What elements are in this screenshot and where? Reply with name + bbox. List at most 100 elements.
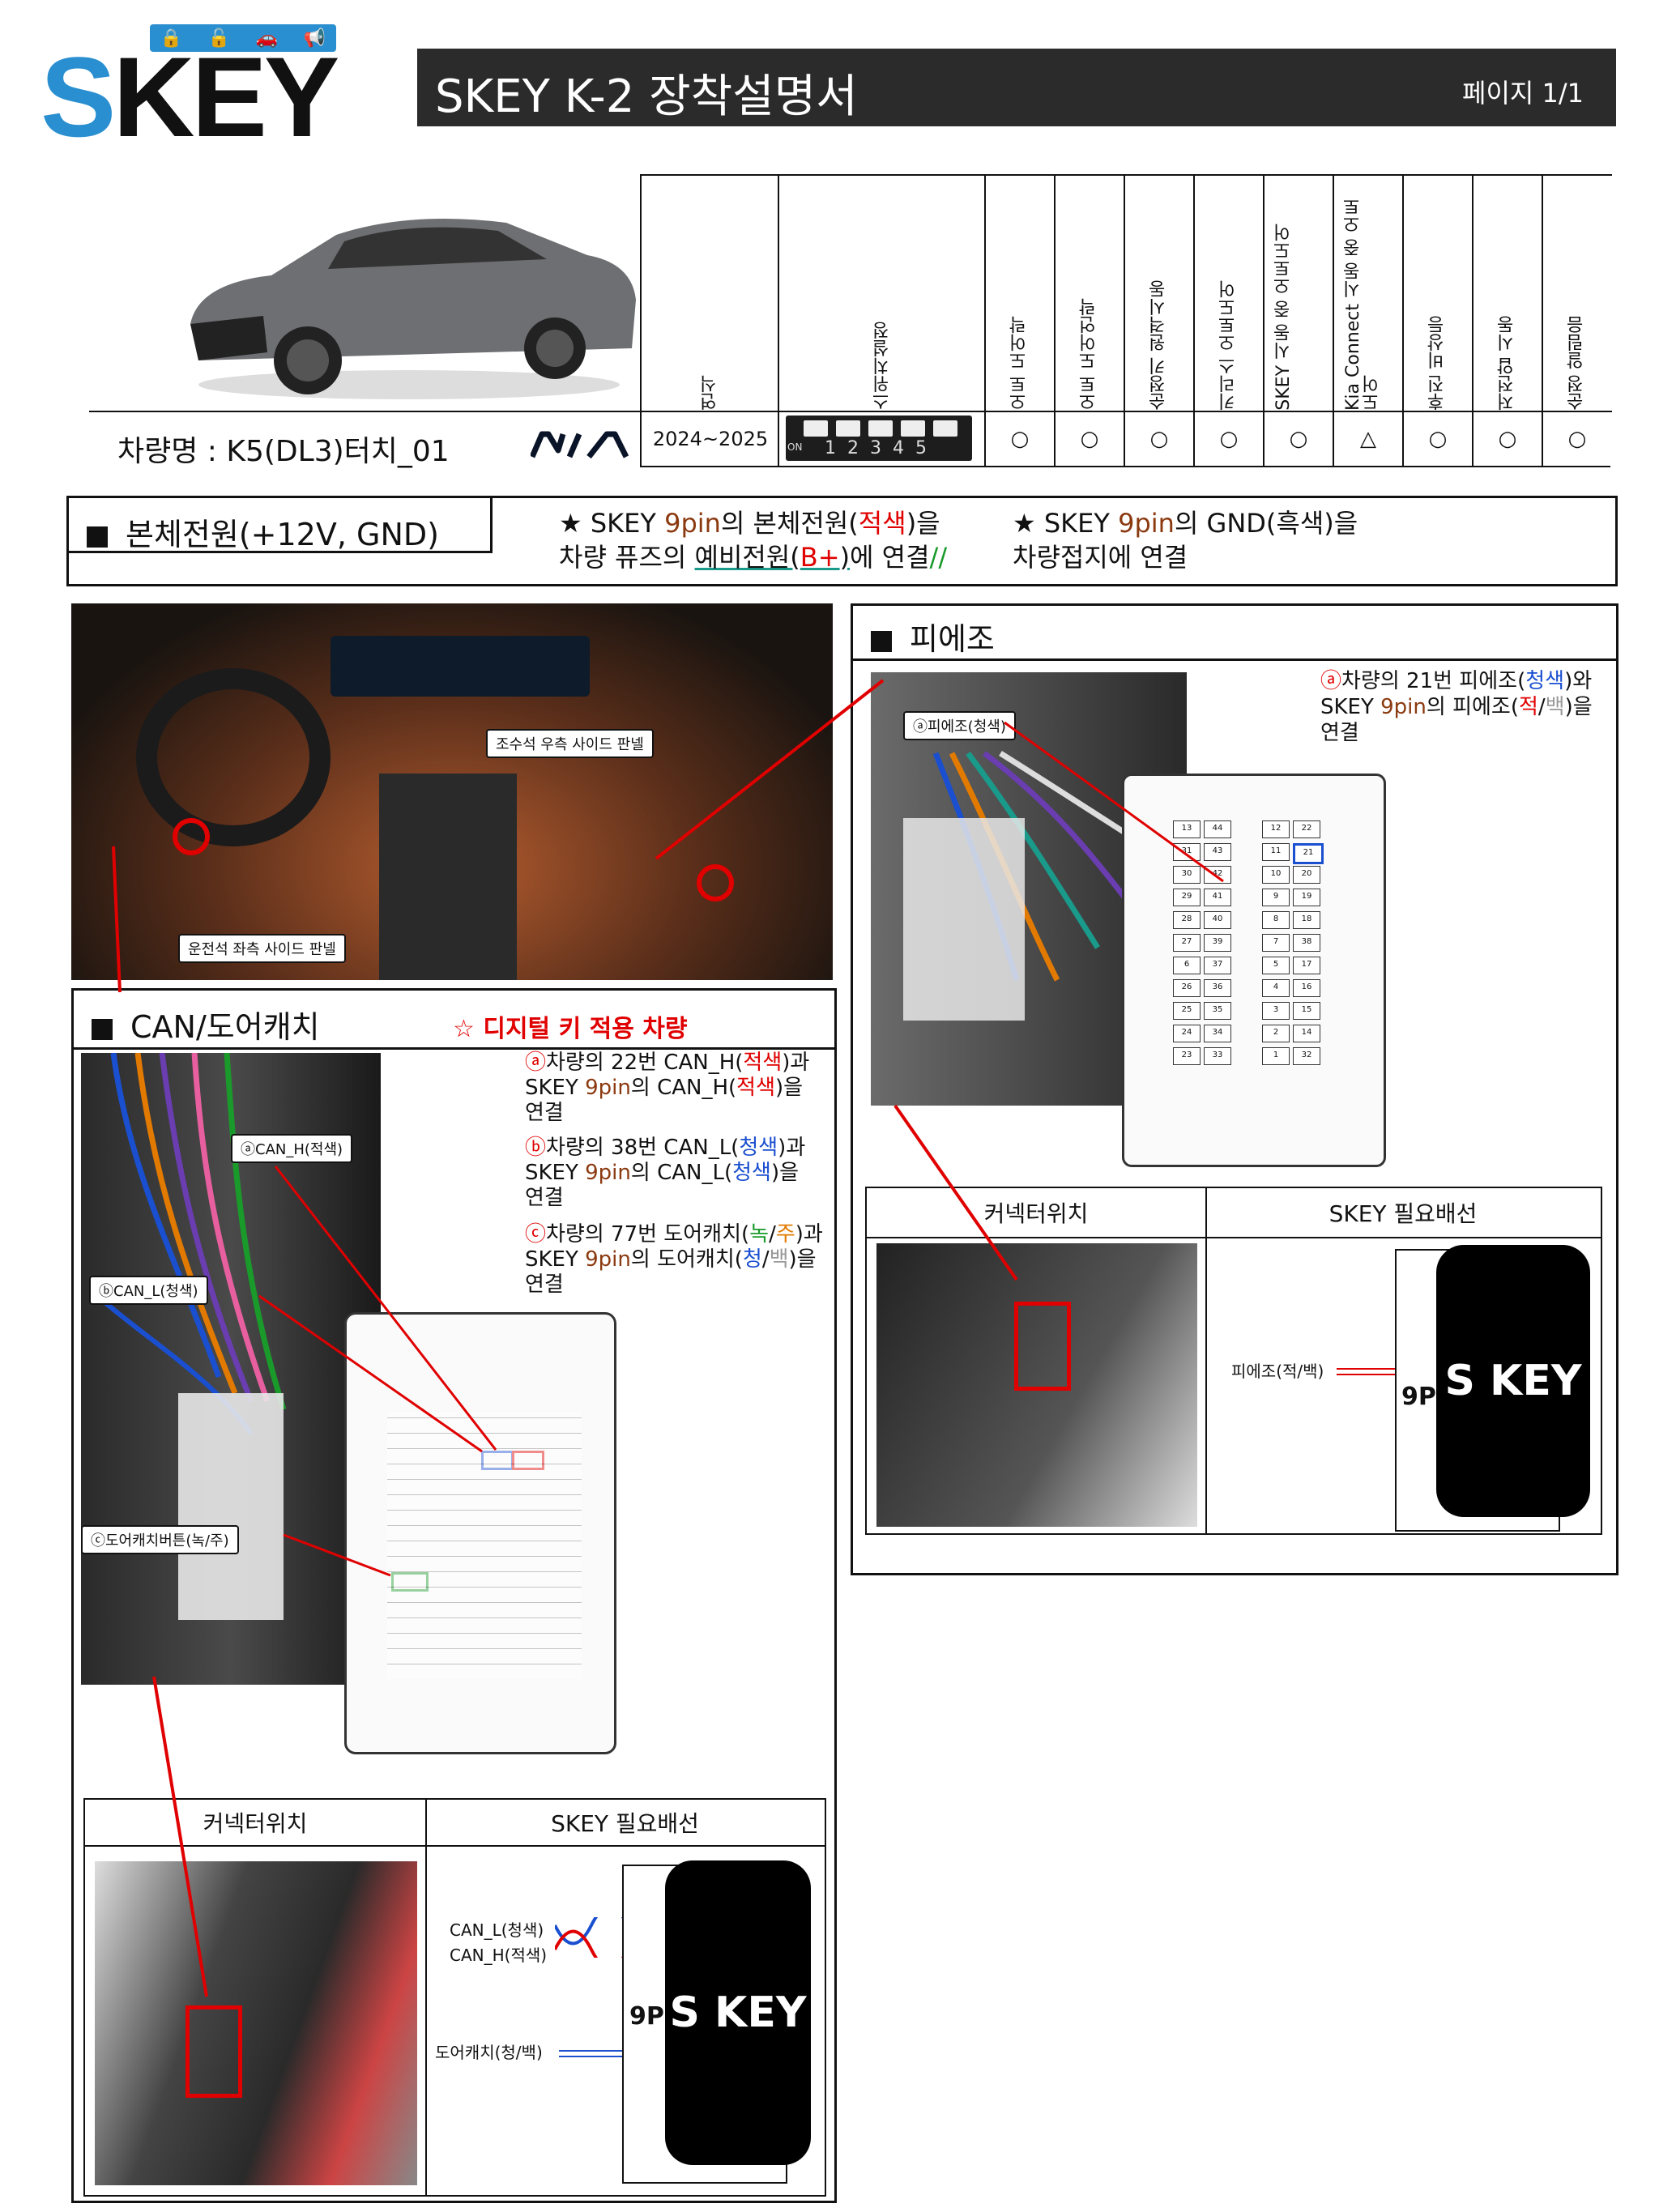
connector-pin: 36 bbox=[1204, 979, 1231, 997]
wire-can-l-label: CAN_L(청색) bbox=[450, 1920, 544, 1940]
connector-pin: 30 bbox=[1173, 866, 1201, 884]
section-marker bbox=[92, 1018, 113, 1040]
function-header: 순정키 원격시동 bbox=[1124, 176, 1193, 411]
connector-pin: 11 bbox=[1262, 843, 1290, 861]
function-value: ○ bbox=[1054, 411, 1124, 467]
buzzer-connector-photo bbox=[876, 1243, 1197, 1527]
function-header: 후진 비상등 bbox=[1402, 176, 1472, 411]
table-divider bbox=[1205, 1237, 1207, 1533]
function-header: 오토 도어언락 bbox=[1054, 176, 1124, 411]
page-title: SKEY K-2 장착설명서 bbox=[435, 70, 858, 123]
dip-key bbox=[836, 420, 860, 437]
function-value: ○ bbox=[1263, 411, 1333, 467]
function-value: ○ bbox=[1193, 411, 1263, 467]
can-title: CAN/도어캐치 bbox=[130, 1009, 320, 1045]
connector-pin: 33 bbox=[1204, 1047, 1231, 1065]
buzzer-table-left-header: 커넥터위치 bbox=[867, 1188, 1207, 1238]
header-divider bbox=[89, 411, 1612, 412]
function-value: ○ bbox=[984, 411, 1054, 467]
connector-pin: 24 bbox=[1173, 1025, 1201, 1042]
door-wire bbox=[559, 2050, 622, 2057]
connector-pin: 12 bbox=[1262, 820, 1290, 838]
can-label-c: ⓒ도어캐치버튼(녹/주) bbox=[81, 1525, 239, 1554]
buzzer-description: ⓐ차량의 21번 피에조(청색)와 SKEY 9pin의 피에조(적/백)을 연… bbox=[1320, 669, 1593, 745]
unlock-icon: 🔓 bbox=[207, 28, 231, 49]
dip-number: 1 bbox=[825, 438, 836, 458]
interior-photo bbox=[71, 603, 833, 980]
function-value: ○ bbox=[1542, 411, 1611, 467]
buzzer-table: 커넥터위치 SKEY 필요배선 피에조(적/백) 9P S KEY bbox=[865, 1187, 1602, 1535]
connector-pin: 29 bbox=[1173, 889, 1201, 906]
buzzer-wire-label: 피에조(적/백) bbox=[1231, 1362, 1324, 1381]
logo-text: SKEY bbox=[41, 33, 339, 160]
skey-module: S KEY bbox=[1436, 1245, 1590, 1517]
function-value: ○ bbox=[1472, 411, 1542, 467]
dip-number: 4 bbox=[893, 438, 904, 458]
connector-pin: 44 bbox=[1204, 820, 1231, 838]
dip-key bbox=[933, 420, 957, 437]
highlight-box bbox=[186, 2005, 242, 2098]
page-number: 페이지 1/1 bbox=[1462, 78, 1584, 109]
connector-pin: 42 bbox=[1204, 866, 1231, 884]
callout-right-panel: 조수석 우측 사이드 판넬 bbox=[486, 729, 654, 758]
buzzer-table-right-header: SKEY 필요배선 bbox=[1205, 1188, 1601, 1238]
switch-header: 스위치설정 bbox=[778, 176, 986, 411]
connector-pin: 40 bbox=[1204, 911, 1231, 929]
connector-pin: 8 bbox=[1262, 911, 1290, 929]
connector-pin: 3 bbox=[1262, 1002, 1290, 1020]
can-connector-photo bbox=[95, 1861, 417, 2185]
connector-pin: 6 bbox=[1173, 957, 1201, 974]
marker-right bbox=[697, 864, 734, 901]
connector-pin: 43 bbox=[1204, 843, 1231, 861]
connector-pin: 35 bbox=[1204, 1002, 1231, 1020]
connector-pin: 41 bbox=[1204, 889, 1231, 906]
connector-pin: 1 bbox=[1262, 1047, 1290, 1065]
connector-pin: 16 bbox=[1293, 979, 1320, 997]
wire-door-label: 도어캐치(청/백) bbox=[435, 2043, 543, 2062]
table-divider bbox=[425, 1845, 427, 2195]
can-label-b: ⓑCAN_L(청색) bbox=[89, 1276, 208, 1305]
can-table-right-header: SKEY 필요배선 bbox=[425, 1800, 825, 1847]
dip-number: 3 bbox=[870, 438, 881, 458]
can-table: 커넥터위치 SKEY 필요배선 CAN_L(청색) CAN_H(적색) 도어캐치… bbox=[83, 1798, 826, 2197]
function-header: 키리스 오토도어 bbox=[1193, 176, 1263, 411]
can-connector-diagram bbox=[344, 1312, 616, 1754]
kia-logo bbox=[529, 429, 632, 462]
function-value: ○ bbox=[1124, 411, 1193, 467]
connector-pin: 22 bbox=[1293, 820, 1320, 838]
connector-pin: 31 bbox=[1173, 843, 1201, 861]
section-marker bbox=[871, 630, 892, 652]
connector-pin: 20 bbox=[1293, 866, 1320, 884]
dashboard-screen bbox=[331, 636, 590, 697]
connector-pin: 25 bbox=[1173, 1002, 1201, 1020]
steering-wheel bbox=[136, 668, 331, 846]
connector-pin: 13 bbox=[1173, 820, 1201, 838]
connector-pin: 27 bbox=[1173, 934, 1201, 952]
buzzer-photo-label: ⓐ피에조(청색) bbox=[903, 711, 1016, 740]
dip-key bbox=[868, 420, 893, 437]
section-marker bbox=[87, 526, 108, 548]
dip-number: 5 bbox=[915, 438, 927, 458]
can-table-left-header: 커넥터위치 bbox=[85, 1800, 427, 1847]
power-note-1: ★ SKEY 9pin의 본체전원(적색)을 차량 퓨즈의 예비전원(B+)에 … bbox=[559, 508, 948, 573]
skey-module: S KEY bbox=[665, 1860, 811, 2165]
connector-pin: 14 bbox=[1293, 1025, 1320, 1042]
highlight-box bbox=[1014, 1302, 1071, 1391]
digital-key-note: ☆ 디지털 키 적용 차량 bbox=[453, 1015, 688, 1043]
module-pin-label: 9P bbox=[629, 2002, 664, 2031]
connector-pin: 7 bbox=[1262, 934, 1290, 952]
year-header: 연식 bbox=[640, 176, 779, 411]
connector-pin: 10 bbox=[1262, 866, 1290, 884]
title-bar: SKEY K-2 장착설명서 페이지 1/1 bbox=[417, 49, 1616, 126]
connector-pin: 2 bbox=[1262, 1025, 1290, 1042]
callout-left-panel: 운전석 좌측 사이드 판넬 bbox=[178, 934, 346, 963]
dip-on-label: ON bbox=[787, 441, 803, 453]
power-title-box: 본체전원(+12V, GND) bbox=[69, 498, 493, 553]
car-image bbox=[166, 186, 652, 405]
function-header: Kia Connect 시동 중 오토도어 bbox=[1333, 176, 1402, 411]
skey-logo: 🔒🔓🚗📢 SKEY bbox=[41, 24, 340, 154]
